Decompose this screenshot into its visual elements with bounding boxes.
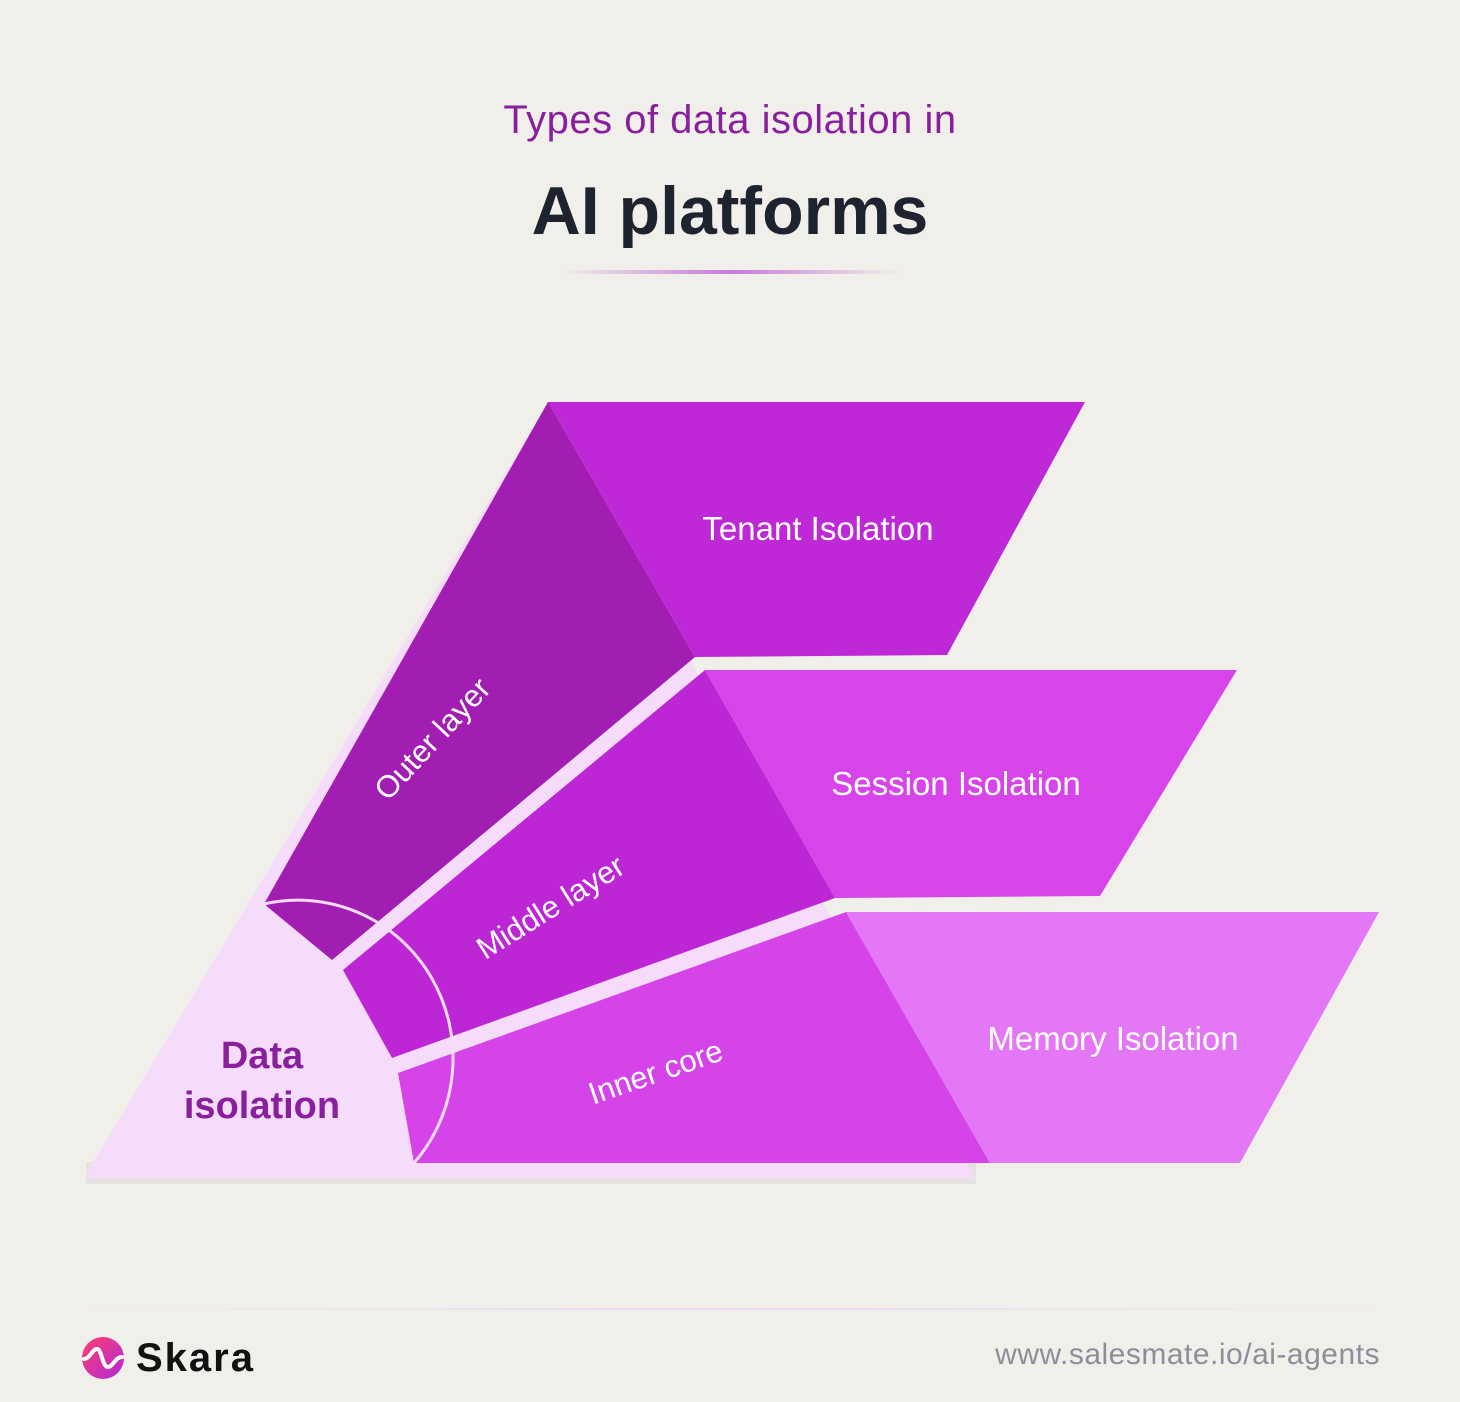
session-isolation-panel — [705, 670, 1237, 898]
outer-layer-band — [264, 402, 695, 960]
inner-core-band — [398, 912, 990, 1163]
memory-isolation-panel — [846, 912, 1379, 1163]
core-arc — [263, 898, 455, 1164]
skara-logo: Skara — [80, 1334, 255, 1382]
core-label-line2: isolation — [184, 1085, 340, 1127]
diagram-subtitle: Types of data isolation in — [503, 98, 957, 142]
tenant-isolation-label: Tenant Isolation — [702, 510, 933, 547]
website-url: www.salesmate.io/ai-agents — [995, 1338, 1380, 1371]
footer-divider — [80, 1308, 1380, 1310]
tenant-isolation-panel — [548, 402, 1085, 657]
session-isolation-label: Session Isolation — [831, 765, 1080, 802]
memory-isolation-label: Memory Isolation — [987, 1020, 1238, 1057]
brand-name: Skara — [136, 1335, 255, 1380]
skara-logo-icon — [82, 1337, 124, 1379]
diagram-title: AI platforms — [531, 173, 929, 249]
middle-layer-band — [343, 670, 835, 1058]
title-underline — [560, 270, 900, 274]
core-label-line1: Data — [221, 1035, 304, 1077]
